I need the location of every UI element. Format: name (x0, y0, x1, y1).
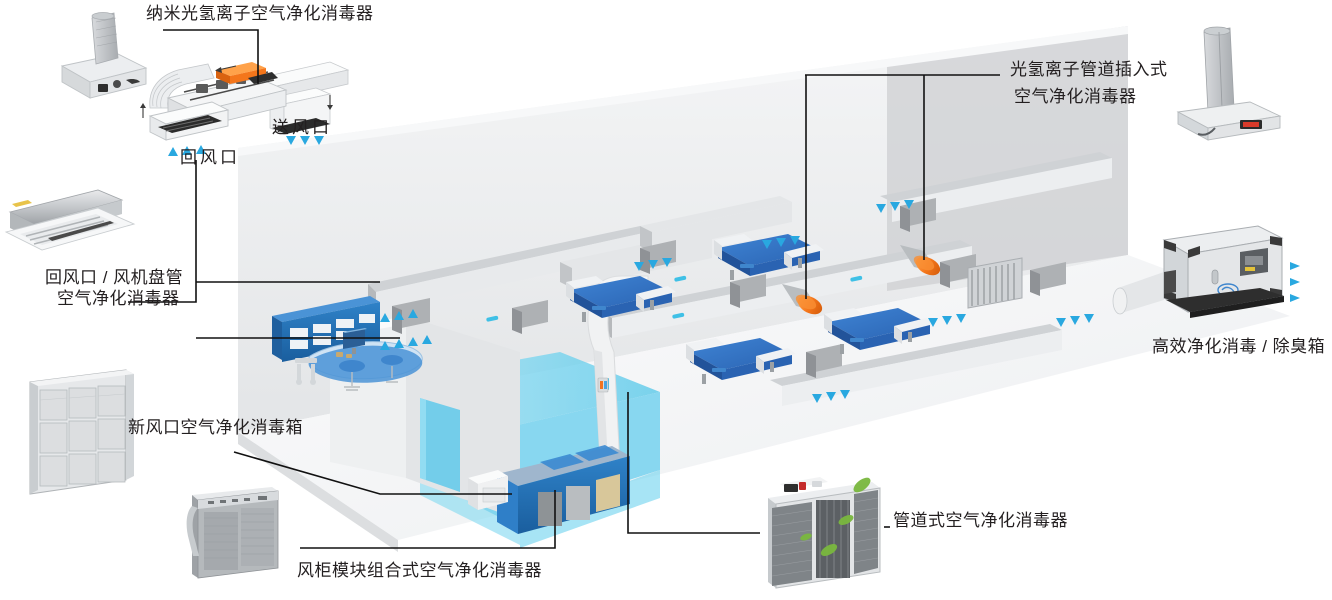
wall-sensor (597, 377, 609, 393)
label-return-air-vent: 回风口 (180, 148, 240, 167)
label-fresh-air-box: 新风口空气净化消毒箱 (128, 418, 303, 437)
duct-insert-photohydrogen-product (1176, 26, 1282, 141)
duct-type-purifier (768, 477, 881, 589)
ceiling-cassette-fancoil (4, 189, 136, 251)
wall-return-grille (967, 257, 1023, 309)
leader-nano-photohydrogen (163, 29, 259, 84)
inline-duct-device (900, 245, 941, 276)
hospital-bed (686, 338, 796, 384)
label-duct-insert-line2: 空气净化消毒器 (1014, 87, 1137, 106)
cabinet-module-product (186, 487, 279, 579)
inline-duct-device (782, 284, 823, 315)
label-supply-air-vent: 送风口 (272, 118, 332, 137)
label-high-efficiency: 高效净化消毒 / 除臭箱 (1152, 337, 1326, 356)
nano-photohydrogen-ion-unit (60, 12, 148, 99)
fresh-air-filter-box (29, 369, 134, 495)
ceiling-duct-network (368, 152, 1112, 406)
leader-duct-type (627, 392, 760, 534)
label-duct-type: 管道式空气净化消毒器 (893, 511, 1068, 530)
leader-return-air-vent (128, 160, 197, 303)
hospital-bed (566, 276, 676, 322)
hospital-bed (824, 308, 934, 354)
leader-cabinet-module (300, 490, 556, 549)
label-return-fancoil-line1: 回风口 / 风机盘管 (45, 268, 184, 287)
airflow-arrows (168, 136, 1300, 403)
high-efficiency-deodorizing-box (1112, 225, 1284, 318)
cabinet-module-unit-3d (468, 445, 630, 534)
label-nano-photohydrogen: 纳米光氢离子空气净化消毒器 (146, 4, 374, 23)
leader-fresh-air-box (233, 451, 512, 495)
nurse-station (272, 296, 423, 391)
label-duct-insert-line1: 光氢离子管道插入式 (1010, 60, 1168, 79)
label-return-fancoil-line2: 空气净化消毒器 (57, 289, 180, 308)
hospital-beds (566, 234, 934, 384)
ceiling-assembly-topleft (140, 61, 350, 141)
label-cabinet-module: 风柜模块组合式空气净化消毒器 (297, 561, 542, 580)
